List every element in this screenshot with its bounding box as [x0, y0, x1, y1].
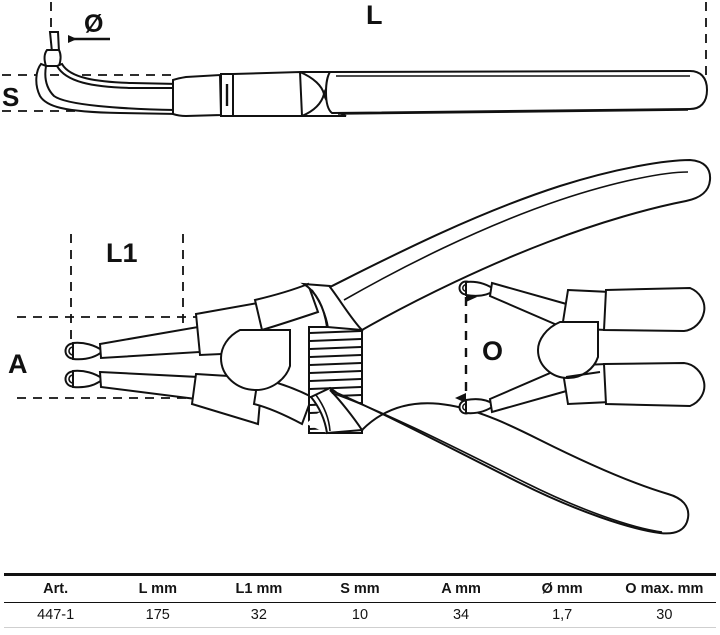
technical-drawing: L Ø S [2, 0, 712, 535]
table-header-row: Art. L mm L1 mm S mm A mm Ø mm O max. mm [4, 573, 716, 603]
cell-o-max: 30 [612, 602, 716, 628]
label-S: S [2, 82, 19, 112]
label-L: L [366, 0, 383, 30]
header-diameter: Ø mm [511, 573, 613, 603]
side-body-rear [232, 70, 304, 117]
upper-jaw-arm [98, 325, 202, 360]
detail-lower-shoulder [602, 361, 706, 408]
side-tip-sleeve [43, 49, 62, 67]
upper-jaw-shoulder [253, 282, 320, 332]
side-handle-grip [324, 69, 709, 115]
detail-upper-shoulder [602, 286, 706, 333]
upper-handle-seam [343, 171, 689, 301]
table-row: 447-1 175 32 10 34 1,7 30 [4, 602, 716, 628]
header-s: S mm [309, 573, 411, 603]
lower-jaw-arm [98, 370, 200, 401]
upper-handle-grip [328, 158, 712, 332]
lower-handle-wedge [306, 412, 327, 433]
open-jaw-detail: O [455, 280, 706, 415]
lower-handle-wedge-seam [315, 394, 331, 432]
side-jaw-taper [55, 62, 179, 89]
lower-handle-outer [331, 392, 663, 533]
header-a: A mm [410, 573, 512, 603]
side-body-front [172, 73, 223, 118]
header-o-max: O max. mm [612, 573, 716, 603]
plan-view-main: L1 A [8, 158, 712, 535]
spec-table: Art. L mm L1 mm S mm A mm Ø mm O max. mm… [4, 573, 716, 628]
label-O: O [482, 336, 503, 366]
pivot-boss [219, 329, 291, 392]
lower-handle-grip [329, 389, 690, 535]
spec-table-container: Art. L mm L1 mm S mm A mm Ø mm O max. mm… [0, 573, 720, 628]
header-l: L mm [107, 573, 209, 603]
label-diameter: Ø [84, 10, 103, 38]
label-A: A [8, 349, 28, 379]
upper-jaw-nose [72, 341, 105, 361]
detail-pivot-boss-bottom [565, 371, 601, 378]
plan-view-dimension-lines [17, 234, 205, 399]
detail-pivot-boss [536, 321, 599, 380]
side-view-top: L Ø S [2, 0, 709, 118]
cell-diameter: 1,7 [511, 602, 613, 628]
label-L1: L1 [106, 238, 138, 268]
lower-jaw-nose [72, 369, 105, 389]
cell-l1: 32 [208, 602, 310, 628]
upper-handle-wedge-seam [311, 289, 329, 328]
header-l1: L1 mm [208, 573, 310, 603]
header-art: Art. [4, 573, 108, 603]
side-handle-bottom-seam [337, 109, 689, 115]
cell-s: 10 [309, 602, 411, 628]
cell-a: 34 [410, 602, 512, 628]
cell-art: 447-1 [4, 602, 108, 628]
detail-upper-arm [488, 281, 572, 330]
cell-l: 175 [107, 602, 209, 628]
